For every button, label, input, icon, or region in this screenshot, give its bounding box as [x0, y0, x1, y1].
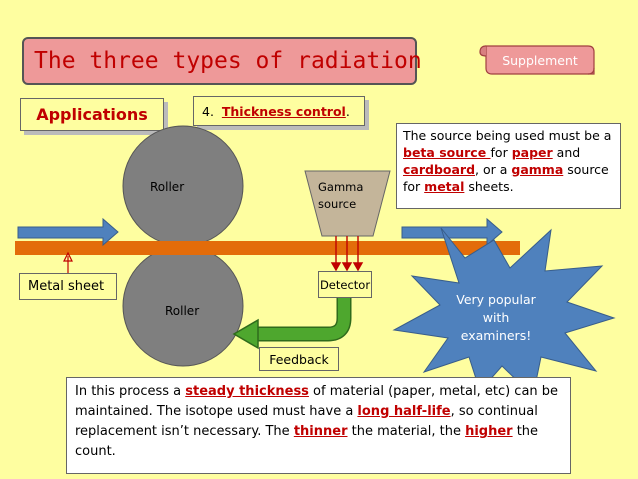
bottom-text: the count.	[75, 424, 539, 459]
metal-sheet-pointer	[63, 251, 73, 262]
note-text: for	[490, 145, 512, 160]
detector-box: Detector	[318, 271, 372, 298]
page-title: The three types of radiation	[22, 37, 422, 85]
note-text: source for	[403, 162, 609, 194]
bottom-thinner: thinner	[293, 424, 348, 439]
bottom-explanation: In this process a steady thickness of ma…	[66, 377, 571, 474]
note-text: , or a	[475, 162, 512, 177]
note-gamma: gamma	[511, 162, 564, 177]
supplement-scroll	[479, 45, 595, 75]
gamma-rays	[330, 236, 364, 272]
note-text: and	[552, 145, 581, 160]
supplement-label: Supplement	[502, 52, 578, 68]
bottom-higher: higher	[465, 424, 513, 439]
thickness-suffix: .	[345, 103, 350, 119]
bottom-text: of material (paper, metal, etc) can be m…	[75, 384, 559, 419]
roller-bottom-label: Roller	[165, 304, 200, 318]
source-note: The source being used must be a beta sou…	[396, 123, 621, 209]
applications-heading: Applications	[20, 98, 164, 131]
bottom-text: In this process a	[75, 384, 186, 399]
feedback-arrow	[256, 298, 350, 340]
bottom-steady: steady thickness	[185, 384, 309, 399]
feedback-label: Feedback	[259, 347, 339, 371]
arrow-out	[401, 217, 503, 247]
starburst-text: Very popular with examiners!	[456, 292, 536, 343]
note-text: sheets.	[464, 179, 514, 194]
thickness-link: Thickness control	[221, 103, 346, 119]
metal-sheet	[15, 241, 520, 255]
note-metal: metal	[424, 179, 465, 194]
starburst	[392, 227, 616, 397]
thickness-control-heading: 4. Thickness control.	[193, 96, 365, 126]
roller-top-label: Roller	[150, 180, 185, 194]
arrow-in	[17, 217, 119, 247]
bottom-text: the material, the	[347, 424, 466, 439]
note-text: The source being used must be a	[403, 128, 612, 143]
note-paper: paper	[511, 145, 553, 160]
note-beta: beta source	[403, 145, 491, 160]
note-cardboard: cardboard	[403, 162, 476, 177]
bottom-halflife: long half-life	[357, 404, 451, 419]
metal-sheet-label: Metal sheet	[19, 273, 117, 300]
gamma-source-label: Gamma source	[318, 180, 364, 211]
gamma-source	[304, 170, 391, 237]
bottom-text: , so continual replacement isn’t necessa…	[75, 404, 538, 439]
thickness-prefix: 4.	[202, 103, 222, 119]
